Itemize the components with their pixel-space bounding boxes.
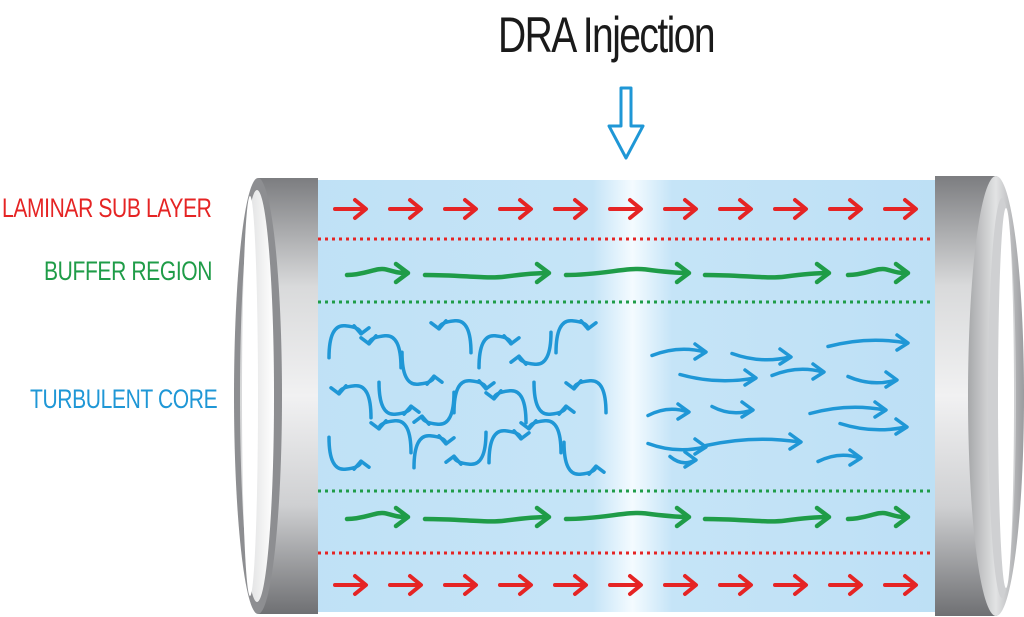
wavy-arrow-icon [808,400,888,419]
right-arrow-icon [608,574,643,596]
wavy-arrow-icon [422,261,552,285]
swirl-arrow-icon [412,434,456,470]
swirl-arrow-icon [532,380,576,416]
buffer-arrows-bottom [344,505,911,529]
right-arrow-icon [773,574,808,596]
wavy-arrow-icon [710,400,755,419]
wavy-arrow-icon [816,448,863,467]
swirl-arrow-icon [429,319,473,355]
right-arrow-icon [333,198,368,220]
wavy-arrow-icon [344,261,411,285]
wavy-arrow-icon [344,505,411,529]
wavy-arrow-icon [730,347,793,366]
swirl-arrow-icon [484,389,528,425]
right-arrow-icon [608,198,643,220]
pipe-left-end [234,178,318,614]
right-arrow-icon [718,574,753,596]
right-arrow-icon [883,198,918,220]
swirl-arrow-icon [329,384,373,420]
right-arrow-icon [388,198,423,220]
wavy-arrow-icon [650,342,708,361]
wavy-arrow-icon [845,505,911,529]
down-arrow-icon [607,86,645,160]
buffer-region-label: BUFFER REGION [44,256,213,286]
wavy-arrow-icon [770,362,826,381]
right-arrow-icon [718,198,753,220]
swirl-arrow-icon [444,430,488,466]
right-arrow-icon [498,198,533,220]
swirl-arrow-icon [477,334,521,370]
wavy-arrow-icon [846,370,899,389]
right-arrow-icon [333,574,368,596]
right-arrow-icon [663,198,698,220]
turbulent-swirls [327,319,608,476]
swirl-arrow-icon [487,429,531,465]
wavy-arrow-icon [668,450,698,469]
wavy-arrow-icon [563,505,692,529]
swirl-arrow-icon [327,435,371,471]
right-arrow-icon [443,574,478,596]
swirl-arrow-icon [562,440,606,476]
right-arrow-icon [388,574,423,596]
laminar-sub-layer-label: LAMINAR SUB LAYER [2,193,212,223]
right-arrow-icon [553,198,588,220]
swirl-arrow-icon [509,330,553,366]
swirl-arrow-icon [377,380,421,416]
turbulent-reduced-flow [646,333,910,469]
wavy-arrow-icon [838,417,909,436]
right-arrow-icon [828,198,863,220]
red-dotted-divider [318,237,932,555]
right-arrow-icon [828,574,863,596]
swirl-arrow-icon [359,334,403,370]
swirl-arrow-icon [369,419,413,455]
wavy-arrow-icon [646,402,691,421]
green-dotted-divider [318,300,932,493]
swirl-arrow-icon [327,324,371,360]
right-arrow-icon [498,574,533,596]
right-arrow-icon [443,198,478,220]
diagram-title: DRA Injection [498,7,716,63]
laminar-arrows-top [333,198,918,220]
swirl-arrow-icon [452,379,496,415]
right-arrow-icon [883,574,918,596]
right-arrow-icon [773,198,808,220]
swirl-arrow-icon [564,379,608,415]
right-arrow-icon [553,574,588,596]
pipe-right-end [935,176,1024,616]
right-arrow-icon [663,574,698,596]
buffer-arrows-top [344,261,911,285]
wavy-arrow-icon [678,368,758,387]
wavy-arrow-icon [702,505,832,529]
wavy-arrow-icon [422,505,552,529]
swirl-arrow-icon [519,419,563,455]
swirl-arrow-icon [400,350,444,386]
wavy-arrow-icon [563,261,692,285]
wavy-arrow-icon [702,261,832,285]
laminar-arrows-bottom [333,574,918,596]
swirl-arrow-icon [554,319,598,355]
wavy-arrow-icon [845,261,911,285]
pipe-fluid [300,180,965,612]
turbulent-core-label: TURBULENT CORE [30,384,218,414]
wavy-arrow-icon [826,333,910,352]
wavy-arrow-icon [704,432,803,451]
